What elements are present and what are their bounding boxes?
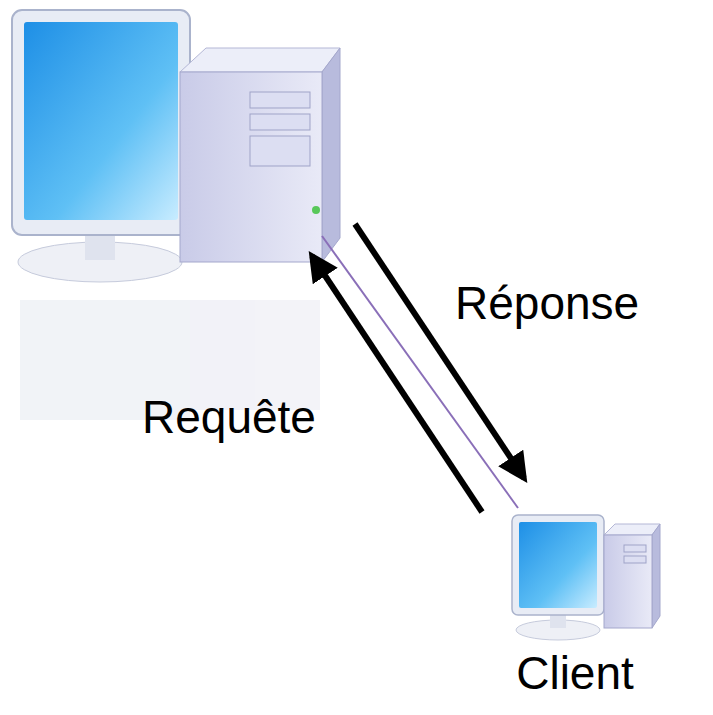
node-text: Client bbox=[516, 648, 634, 699]
server-computer bbox=[12, 10, 340, 282]
arrow-label: Requête bbox=[142, 392, 316, 443]
computer-label: Client bbox=[516, 648, 634, 699]
arrow-label: Réponse bbox=[455, 278, 639, 329]
client-computer bbox=[512, 515, 660, 640]
response-arrow bbox=[355, 224, 524, 478]
network-link bbox=[322, 236, 518, 508]
